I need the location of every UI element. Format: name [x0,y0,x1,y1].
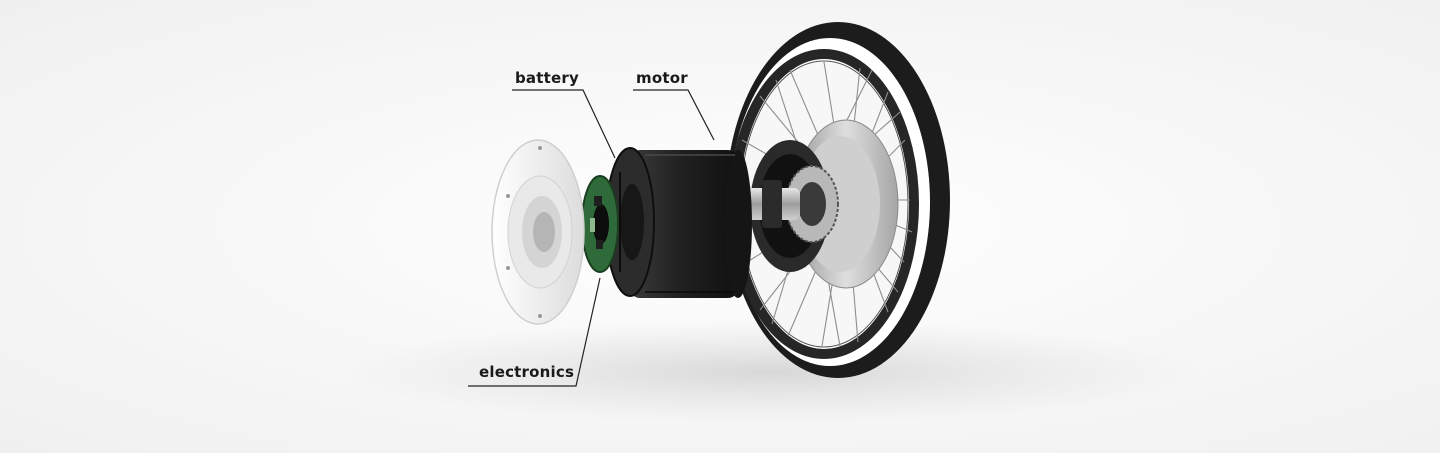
battery-leader-line [512,89,616,159]
ground-shadow [340,320,1200,424]
electronics-board [581,175,619,273]
leader-lines [468,89,715,387]
motor-leader-line [633,89,715,141]
battery-label: battery [515,69,579,87]
end-cap [491,139,585,325]
battery-pack [605,147,752,298]
axle-nut [762,180,782,228]
electronics-leader-line [468,277,601,387]
motor-label: motor [636,69,688,87]
wheel [725,22,950,378]
electronics-label: electronics [479,363,575,381]
